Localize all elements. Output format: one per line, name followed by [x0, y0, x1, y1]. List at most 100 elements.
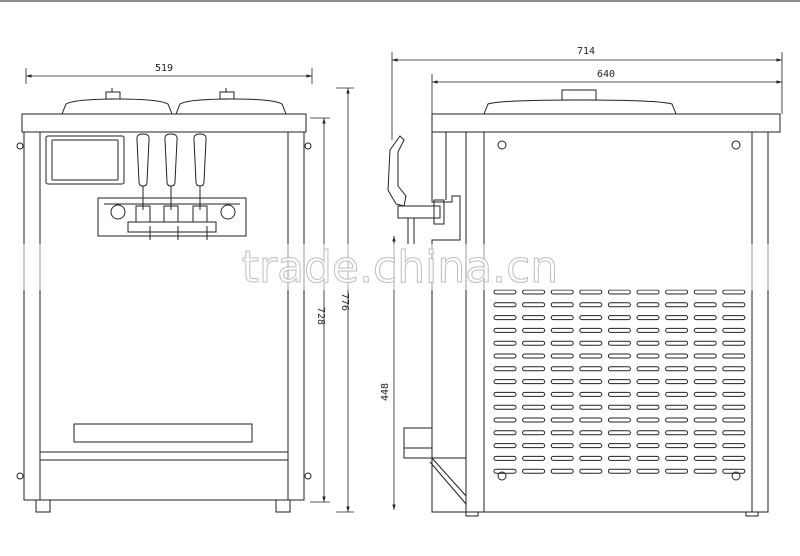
- vent-slot: [607, 302, 631, 308]
- foot-right: [275, 499, 291, 513]
- vent-slot: [493, 455, 517, 461]
- vent-slot: [636, 366, 660, 372]
- vent-slot: [550, 391, 574, 397]
- side-dispenser-handle: [387, 135, 445, 244]
- side-front-panel: [431, 132, 466, 513]
- vent-slot: [636, 468, 660, 474]
- vent-slot: [550, 404, 574, 410]
- vent-slot: [722, 391, 746, 397]
- vent-slot: [522, 379, 546, 385]
- watermark-text: trade.china.cn: [242, 242, 559, 293]
- side-drip-tray: [403, 448, 467, 506]
- vent-slot: [722, 443, 746, 449]
- watermark-band: [0, 244, 800, 290]
- vent-slot: [693, 315, 717, 321]
- vent-slot: [607, 430, 631, 436]
- vent-slot: [550, 430, 574, 436]
- vent-slot: [522, 315, 546, 321]
- vent-slot: [722, 366, 746, 372]
- vent-slot: [665, 315, 689, 321]
- vent-slot: [693, 366, 717, 372]
- vent-slot: [665, 430, 689, 436]
- vent-slot: [579, 302, 603, 308]
- vent-slot: [522, 443, 546, 449]
- vent-slot: [522, 366, 546, 372]
- dispenser-handles: [136, 133, 207, 210]
- vent-slot: [493, 468, 517, 474]
- vent-slot: [522, 327, 546, 333]
- front-view: 519: [16, 63, 354, 513]
- top-cover: [21, 113, 307, 133]
- vent-slot: [522, 468, 546, 474]
- vent-slot: [665, 443, 689, 449]
- vent-slot: [636, 353, 660, 359]
- vent-slot: [693, 289, 717, 295]
- side-total-depth-label: 714: [577, 46, 595, 57]
- vent-slot: [579, 430, 603, 436]
- vent-slot: [665, 302, 689, 308]
- vent-slot: [607, 353, 631, 359]
- vent-slot: [607, 417, 631, 423]
- vent-slot: [722, 430, 746, 436]
- vent-slot: [693, 443, 717, 449]
- vent-slot: [693, 327, 717, 333]
- vent-slot: [550, 468, 574, 474]
- front-width-label: 519: [155, 63, 173, 74]
- vent-slot: [493, 353, 517, 359]
- vent-slot: [665, 468, 689, 474]
- vent-slot: [722, 468, 746, 474]
- side-body: [465, 131, 769, 513]
- vent-slot: [722, 417, 746, 423]
- vent-slot: [607, 391, 631, 397]
- vent-slot: [579, 391, 603, 397]
- vent-slot: [722, 455, 746, 461]
- vent-slot: [493, 379, 517, 385]
- front-height-label: 728: [315, 307, 326, 325]
- vent-slot: [607, 315, 631, 321]
- vent-slot: [579, 404, 603, 410]
- vent-slot: [550, 455, 574, 461]
- vent-slot: [693, 430, 717, 436]
- vent-slot: [579, 468, 603, 474]
- vent-slot: [550, 443, 574, 449]
- vent-slot: [665, 340, 689, 346]
- vent-slot: [636, 340, 660, 346]
- ventilation-grid: [493, 289, 746, 474]
- vent-slot: [722, 327, 746, 333]
- vent-slot: [522, 302, 546, 308]
- vent-slot: [636, 443, 660, 449]
- vent-slot: [579, 443, 603, 449]
- vent-slot: [493, 315, 517, 321]
- vent-slot: [636, 327, 660, 333]
- vent-slot: [579, 455, 603, 461]
- vent-slot: [493, 404, 517, 410]
- vent-slot: [636, 391, 660, 397]
- vent-slot: [693, 353, 717, 359]
- vent-slot: [579, 417, 603, 423]
- vent-slot: [579, 289, 603, 295]
- vent-slot: [636, 430, 660, 436]
- vent-slot: [665, 366, 689, 372]
- front-body: [23, 131, 305, 501]
- vent-slot: [722, 315, 746, 321]
- vent-slot: [579, 327, 603, 333]
- vent-slot: [493, 391, 517, 397]
- vent-slot: [722, 302, 746, 308]
- drip-tray: [73, 423, 253, 443]
- vent-slot: [550, 353, 574, 359]
- foot-left: [35, 499, 51, 513]
- vent-slot: [693, 455, 717, 461]
- display-panel: [45, 135, 125, 185]
- side-view: 714 640: [380, 46, 783, 517]
- vent-slot: [665, 391, 689, 397]
- vent-slot: [693, 404, 717, 410]
- vent-slot: [493, 302, 517, 308]
- vent-slot: [550, 379, 574, 385]
- vent-slot: [722, 379, 746, 385]
- vent-slot: [550, 315, 574, 321]
- vent-slot: [693, 340, 717, 346]
- vent-slot: [607, 443, 631, 449]
- vent-slot: [579, 315, 603, 321]
- vent-slot: [493, 417, 517, 423]
